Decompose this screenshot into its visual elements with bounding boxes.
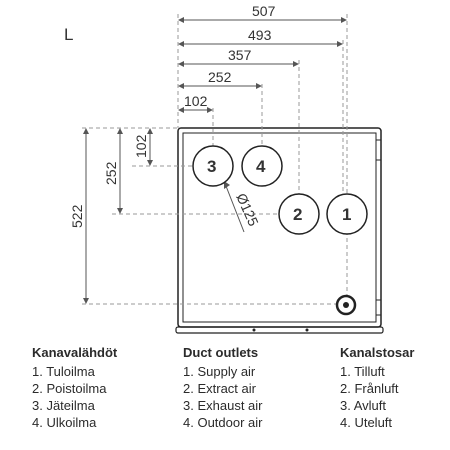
dim-357-label: 357 (228, 47, 252, 63)
legend-item: 1. Supply air (183, 364, 256, 379)
dim-v102-label: 102 (133, 134, 149, 158)
diameter-leader (225, 185, 245, 233)
legend-title: Kanavalähdöt (32, 345, 118, 360)
dim-v252-label: 252 (103, 161, 119, 185)
unit-body (175, 127, 384, 334)
dim-252-label: 252 (208, 69, 232, 85)
legend-title: Duct outlets (183, 345, 259, 360)
legend-item: 2. Extract air (183, 381, 256, 396)
legend-item: 1. Tuloilma (32, 364, 95, 379)
legend-title: Kanalstosar (340, 345, 415, 360)
legend-item: 2. Poistoilma (32, 381, 107, 396)
dim-507-label: 507 (252, 3, 276, 19)
legend-item: 3. Avluft (340, 398, 387, 413)
diameter-arrow (224, 181, 230, 189)
legend-item: 4. Outdoor air (183, 415, 263, 430)
dim-493-label: 493 (248, 27, 272, 43)
port-1-label: 1 (342, 205, 351, 224)
port-3-circle (192, 145, 234, 187)
legend-item: 2. Frånluft (340, 381, 399, 396)
dim-102-label: 102 (184, 93, 208, 109)
port-3-label: 3 (207, 157, 216, 176)
legend-swedish: Kanalstosar 1. Tilluft 2. Frånluft 3. Av… (340, 344, 414, 431)
legend-item: 3. Jäteilma (32, 398, 95, 413)
base-dots (252, 328, 309, 332)
dimension-arrows (83, 17, 347, 304)
view-label: L (64, 25, 73, 44)
extension-lines (82, 14, 348, 305)
dimension-lines (85, 19, 345, 302)
legend-item: 4. Ulkoilma (32, 415, 97, 430)
legend-item: 4. Uteluft (340, 415, 393, 430)
diameter-label: Ø125 (233, 191, 262, 229)
port-4-circle (241, 145, 283, 187)
port-4-label: 4 (256, 157, 266, 176)
port-1-circle (326, 193, 368, 235)
port-2-label: 2 (293, 205, 302, 224)
legend-finnish: Kanavalähdöt 1. Tuloilma 2. Poistoilma 3… (32, 344, 117, 431)
legend-item: 3. Exhaust air (183, 398, 263, 413)
duct-ports (192, 145, 368, 235)
unit-drawing: L (64, 3, 384, 334)
condensate-drain (335, 294, 357, 316)
port-2-circle (278, 193, 320, 235)
dim-v522-label: 522 (69, 204, 85, 228)
legend-english: Duct outlets 1. Supply air 2. Extract ai… (183, 344, 263, 431)
legend-item: 1. Tilluft (340, 364, 385, 379)
